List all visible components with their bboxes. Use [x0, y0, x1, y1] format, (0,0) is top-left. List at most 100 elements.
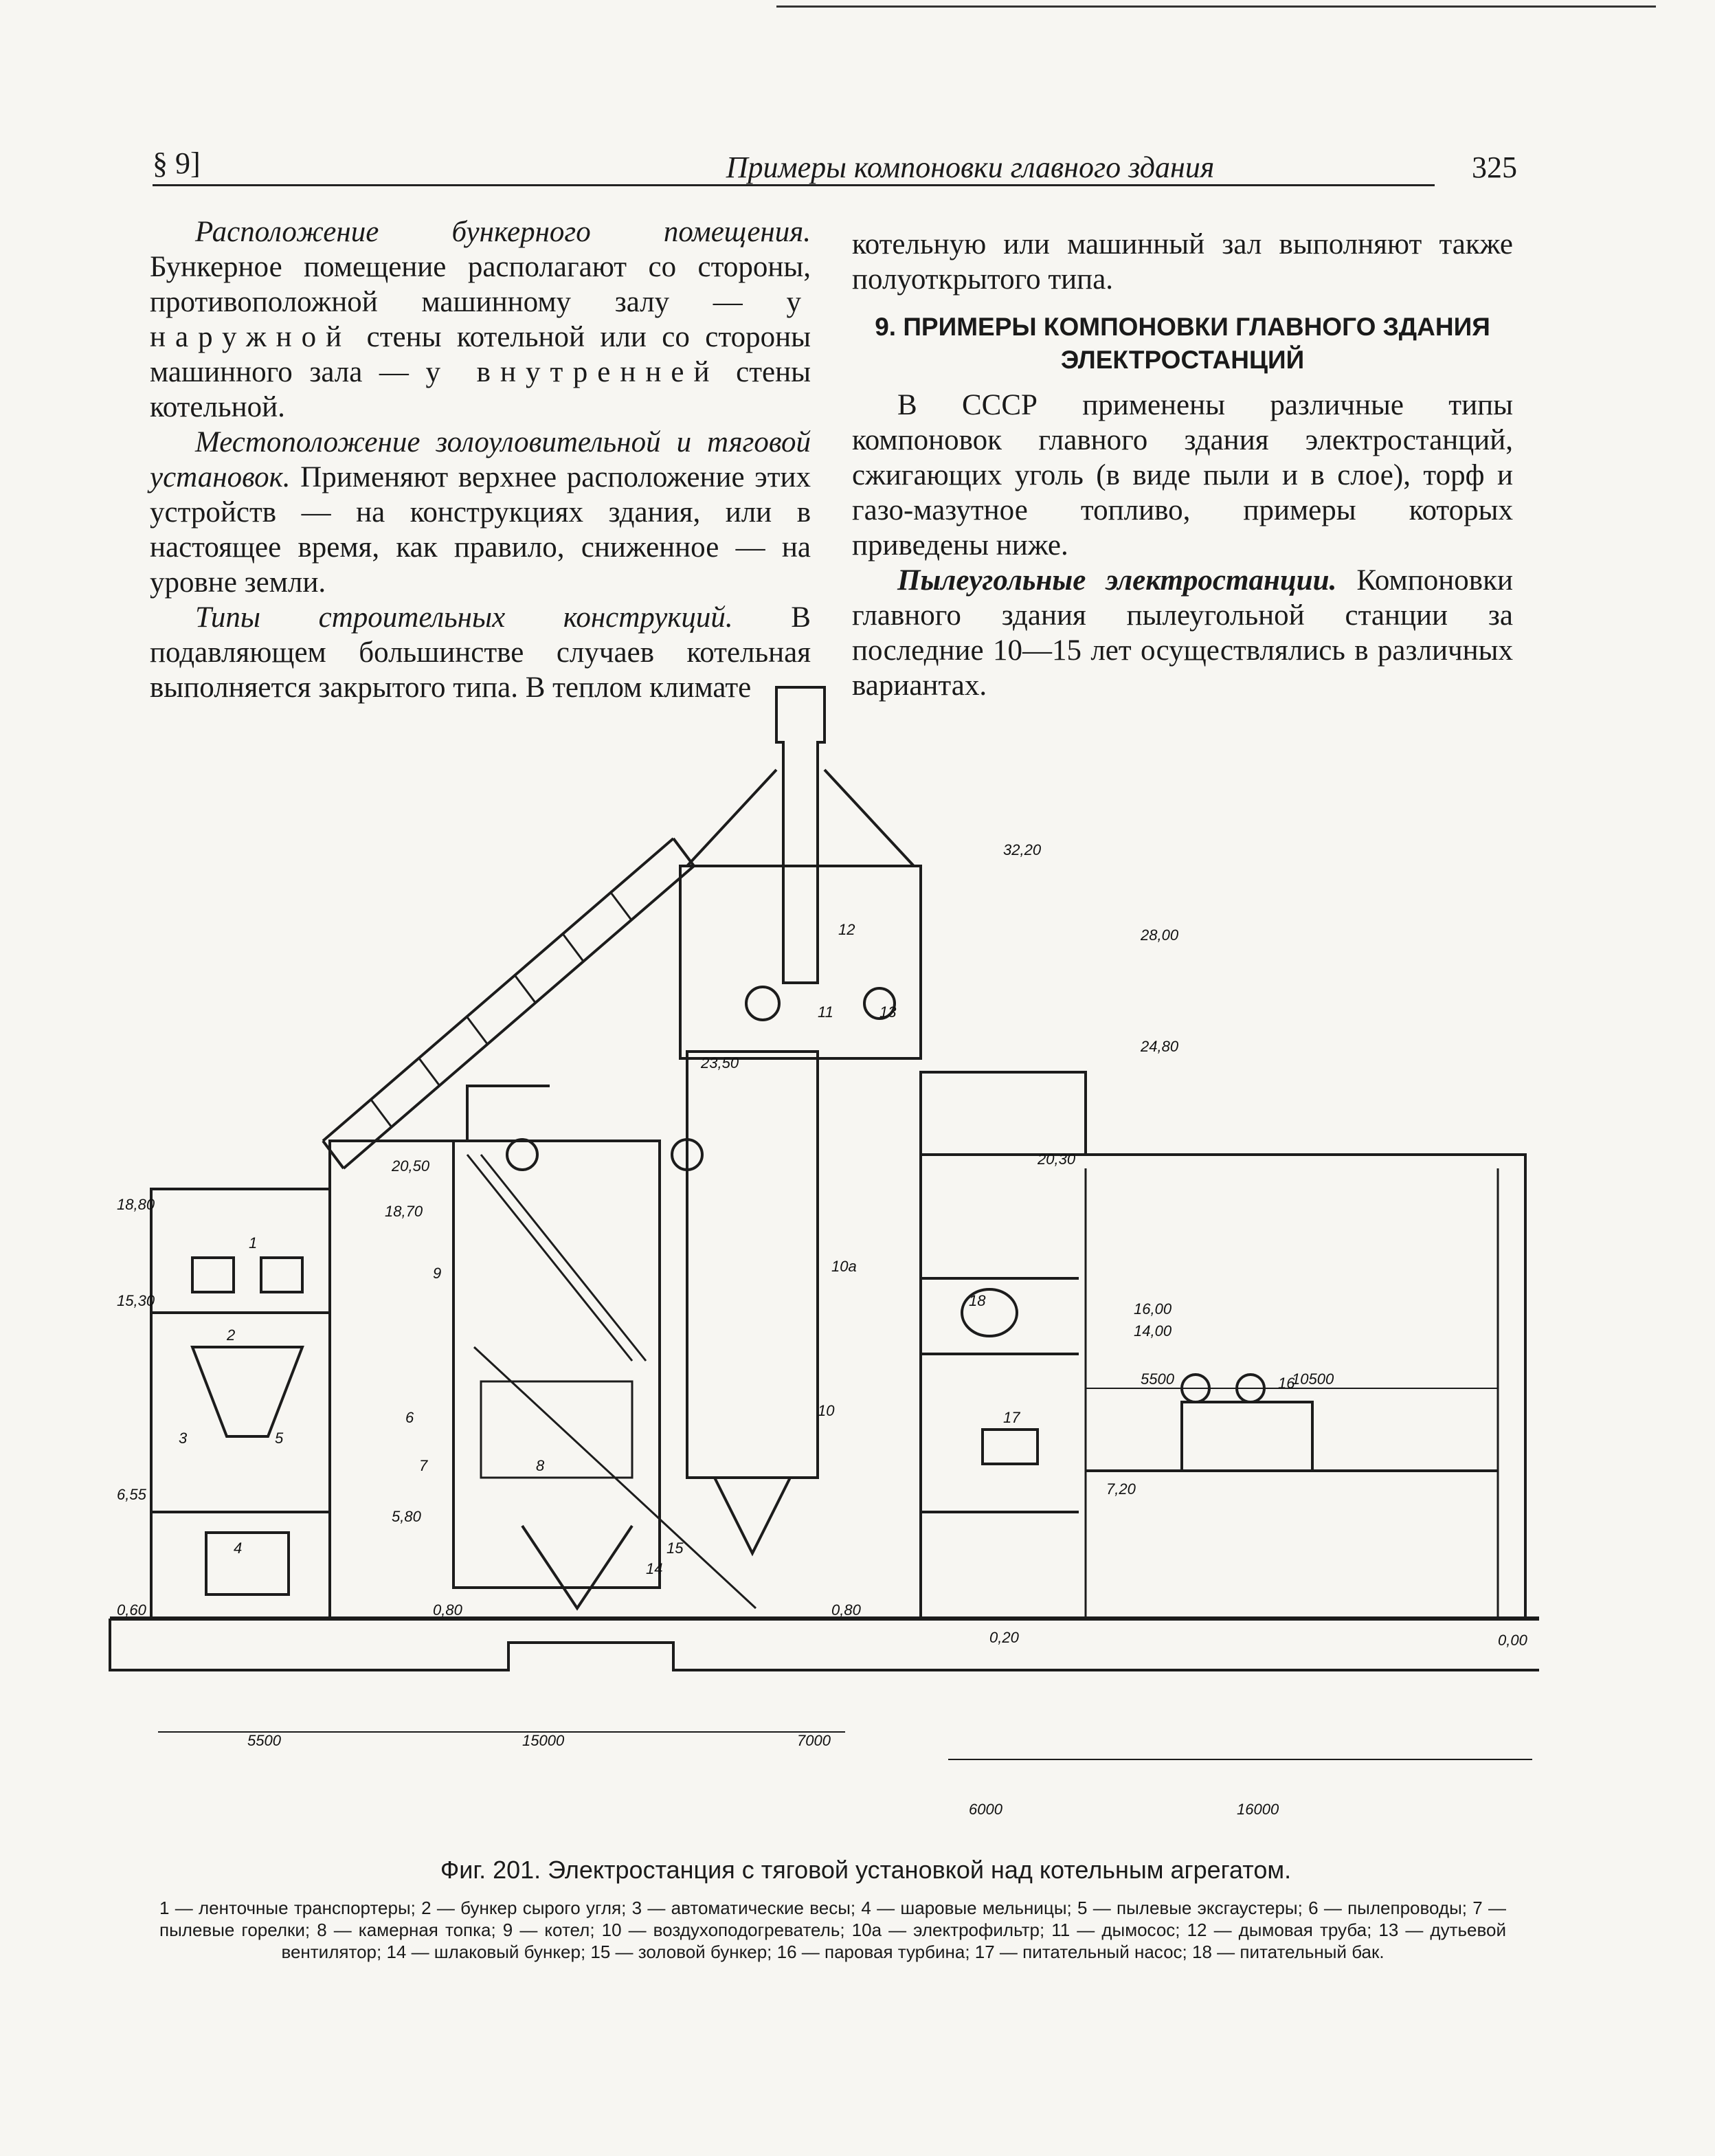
section-heading: 9. ПРИМЕРЫ КОМПОНОВКИ ГЛАВНОГО ЗДАНИЯ ЭЛ…	[875, 313, 1490, 374]
conveyor-1	[191, 1256, 235, 1293]
dimension-label: 15000	[522, 1732, 565, 1749]
callout-label: 6	[405, 1409, 414, 1426]
dimension-label: 6000	[969, 1801, 1003, 1818]
callout-label: 7	[419, 1457, 428, 1474]
page-number: 325	[1472, 151, 1517, 184]
callout-label: 11	[818, 1003, 833, 1021]
power-station-drawing: 32,20 28,00 24,80 23,50 20,50 20,30 18,8…	[96, 660, 1546, 1856]
section-drawing: 32,20 28,00 24,80 23,50 20,50 20,30 18,8…	[109, 686, 1539, 1818]
paragraph-intro: В СССР применены различные типы компонов…	[852, 389, 1513, 562]
elevation-label: 7,20	[1106, 1480, 1136, 1498]
callout-label: 9	[433, 1265, 441, 1282]
elevation-label: 18,70	[385, 1203, 423, 1220]
chimney	[775, 686, 826, 984]
steam-turbine	[1180, 1401, 1314, 1472]
callout-label: 15	[666, 1540, 684, 1557]
callout-label: 10а	[831, 1258, 857, 1275]
run-in-title: Пылеугольные электростанции.	[897, 564, 1337, 597]
callout-label: 12	[838, 921, 855, 938]
elevation-label: 6,55	[117, 1486, 147, 1503]
run-in-title: Местоположение золоуловительной и тягово…	[150, 426, 811, 493]
elevation-label: 0,60	[117, 1601, 147, 1619]
forced-draft-fan	[863, 987, 896, 1020]
callout-label: 10	[818, 1402, 835, 1419]
callout-label: 8	[536, 1457, 545, 1474]
run-in-title: Расположение бункерного помещения.	[195, 216, 811, 248]
callout-label: 13	[879, 1003, 897, 1021]
turbine-hall-roof	[921, 1153, 1527, 1619]
spaced-text: у внутренней	[425, 356, 719, 388]
paragraph-text: Компоновки главного здания пылеугольной …	[852, 564, 1513, 702]
section-marker: § 9]	[153, 146, 201, 180]
turbine-hall-columns	[1084, 1168, 1499, 1619]
page-header: § 9] Примеры компоновки главного здания …	[153, 146, 1517, 186]
foundation	[109, 1619, 1539, 1671]
elevation-label: 24,80	[1140, 1038, 1179, 1055]
precipitator	[686, 1050, 819, 1479]
callout-label: 3	[179, 1430, 188, 1447]
raw-coal-bunker	[190, 1346, 304, 1438]
feed-tank	[961, 1288, 1018, 1337]
elevation-label: 0,80	[433, 1601, 463, 1619]
drum	[506, 1138, 539, 1171]
run-in-title: Типы строительных конструкций.	[195, 601, 733, 634]
bunker-floors	[151, 1311, 330, 1513]
paragraph-pulverized: Пылеугольные электростанции. Компоновки …	[852, 563, 1513, 703]
paragraph-bunker: Расположение бункерного помещения. Бунке…	[150, 214, 811, 425]
paragraph-text: стены котельной или со стороны машинного…	[150, 321, 811, 388]
deaerator-floors	[921, 1277, 1079, 1513]
spaced-text: у наружной	[150, 286, 811, 353]
callout-label: 5	[275, 1430, 284, 1447]
elevation-label: 14,00	[1134, 1322, 1172, 1340]
callout-label: 14	[646, 1560, 662, 1577]
right-column: котельную или машинный зал выполняют так…	[852, 227, 1513, 703]
dimension-label: 16000	[1237, 1801, 1279, 1818]
elevation-label: 20,30	[1037, 1151, 1076, 1168]
left-column: Расположение бункерного помещения. Бунке…	[150, 214, 811, 705]
elevation-label: 15,30	[117, 1292, 155, 1309]
header-rule	[153, 184, 1435, 186]
dimension-label: 7000	[797, 1732, 831, 1749]
feed-pump	[981, 1428, 1039, 1465]
fan-room	[679, 768, 922, 1060]
slag-bunker	[521, 1524, 634, 1611]
elevation-label: 0,00	[1498, 1632, 1528, 1649]
figure-caption: Фиг. 201. Электростанция с тяговой устан…	[440, 1856, 1292, 1884]
paragraph-construction: Типы строительных конструкций. В подавля…	[150, 600, 811, 705]
dimension-label: 10500	[1292, 1370, 1334, 1388]
elevation-label: 0,80	[831, 1601, 862, 1619]
paragraph-text: Применяют верхнее расположение этих устр…	[150, 461, 811, 599]
callout-label: 16	[1278, 1375, 1295, 1392]
callout-label: 17	[1003, 1409, 1020, 1426]
paragraph-continued: котельную или машинный зал выполняют так…	[852, 228, 1513, 296]
paragraph-text: стены котельной.	[150, 356, 811, 423]
callout-label: 2	[226, 1326, 235, 1344]
ash-bunker	[713, 1477, 792, 1557]
boiler	[452, 1140, 661, 1589]
boiler-tubes	[466, 1154, 647, 1362]
callout-label: 1	[249, 1234, 257, 1252]
elevation-label: 0,20	[989, 1629, 1020, 1646]
dimension-lines	[158, 1731, 1532, 1760]
top-rule	[776, 5, 1656, 8]
elevation-label: 5,80	[392, 1508, 422, 1525]
conveyor-2	[260, 1256, 304, 1293]
elevation-label: 20,50	[391, 1157, 430, 1175]
running-title: Примеры компоновки главного здания	[726, 151, 1215, 184]
elevation-label: 32,20	[1003, 841, 1042, 858]
dimension-label: 5500	[1141, 1370, 1175, 1388]
figure-legend: 1 — ленточные транспортеры; 2 — бункер с…	[159, 1898, 1506, 1962]
boiler-building-left	[328, 1085, 550, 1619]
paragraph-text: Бункерное помещение располагают со сторо…	[150, 251, 811, 318]
callout-label: 4	[234, 1540, 242, 1557]
elevation-label: 23,50	[700, 1054, 739, 1071]
paragraph-text: В подавляющем большинстве случаев котель…	[150, 601, 811, 704]
elevation-label: 16,00	[1134, 1300, 1172, 1318]
smoke-exhauster	[745, 986, 781, 1021]
ball-mill	[205, 1531, 290, 1596]
callout-label: 18	[969, 1292, 986, 1309]
inclined-truss	[322, 837, 695, 1170]
furnace	[480, 1380, 634, 1479]
dimension-label: 5500	[247, 1732, 282, 1749]
elevation-label: 28,00	[1140, 926, 1179, 944]
